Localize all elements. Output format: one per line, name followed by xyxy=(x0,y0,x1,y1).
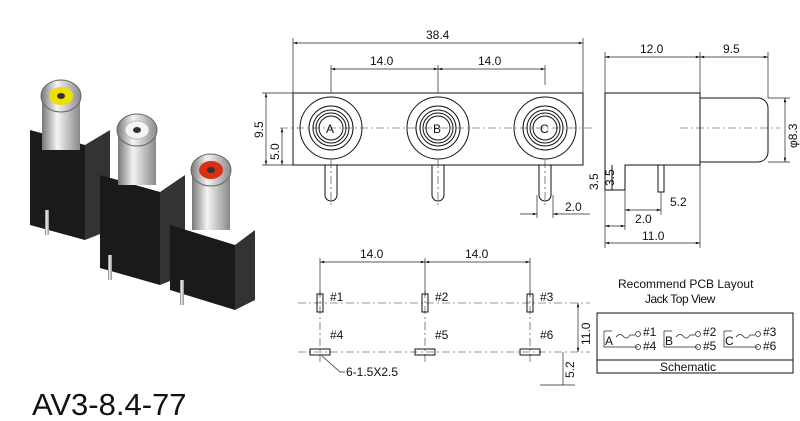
dim-front-pin-length: 3.5 xyxy=(587,173,601,190)
schematic-label: Schematic xyxy=(660,360,716,374)
jack-ring xyxy=(406,96,470,160)
schematic-title-line2: Jack Top View xyxy=(645,292,716,306)
pcb-layout xyxy=(298,258,590,386)
jack-ring xyxy=(312,109,350,147)
dim-center-height: 5.0 xyxy=(268,143,282,160)
schematic-wire xyxy=(663,330,698,348)
schematic-pin-label: #6 xyxy=(763,339,777,353)
jack-ring xyxy=(526,109,564,147)
jack-front-a xyxy=(299,96,363,160)
pad-3-label: #3 xyxy=(540,290,554,304)
schematic-pin-label: #5 xyxy=(703,339,717,353)
schematic-jack-label: B xyxy=(665,334,673,348)
schematic-wire xyxy=(603,330,638,348)
jack-ring xyxy=(522,105,568,151)
dim-barrel-diameter: φ8.3 xyxy=(786,123,800,148)
product-photo xyxy=(30,79,255,310)
jack-ring xyxy=(513,96,577,160)
schematic-jack-label: C xyxy=(725,334,734,348)
front-view xyxy=(262,38,595,218)
pad-4-label: #4 xyxy=(330,328,344,342)
schematic-jack-label: A xyxy=(605,334,613,348)
hole-spec: 6-1.5X2.5 xyxy=(346,365,398,379)
pad-4 xyxy=(309,348,331,356)
schematic-box: A #1#4 B #2#5 C #3#6 xyxy=(596,312,794,374)
dim-overall-width: 38.4 xyxy=(426,28,450,42)
dim-pitch-2: 14.0 xyxy=(478,54,502,68)
dim-side-pin-offset: 2.0 xyxy=(635,212,652,226)
jack-ring xyxy=(315,112,347,144)
jack-front-c xyxy=(513,96,577,160)
schematic-switch xyxy=(615,334,635,339)
jack-ring xyxy=(308,105,354,151)
jack-ring xyxy=(532,115,558,141)
jack-label-c: C xyxy=(540,122,549,136)
schematic-terminal xyxy=(755,331,761,337)
pad-1-label: #1 xyxy=(330,290,344,304)
schematic-terminal xyxy=(755,344,761,350)
schematic-group: C #3#6 xyxy=(723,325,777,353)
dim-pitch-1: 14.0 xyxy=(370,54,394,68)
pad-6 xyxy=(519,348,541,356)
pad-3 xyxy=(526,293,534,313)
schematic-terminal xyxy=(695,344,701,350)
side-view xyxy=(604,52,790,248)
jack-label-b: B xyxy=(433,122,441,136)
pad-1 xyxy=(316,293,324,313)
dim-edge-offset: 5.2 xyxy=(563,361,577,378)
schematic-pin-label: #1 xyxy=(643,325,657,339)
schematic-switch xyxy=(735,334,755,339)
schematic-terminal xyxy=(695,331,701,337)
jack-b-photo xyxy=(116,113,158,147)
dim-footprint-depth: 11.0 xyxy=(642,229,665,243)
jack-c-photo xyxy=(190,153,232,187)
dim-side-pin-length: 3.5 xyxy=(603,169,617,186)
jack-ring xyxy=(422,112,454,144)
schematic-pin-label: #2 xyxy=(703,325,717,339)
jack-ring xyxy=(415,105,461,151)
pad-2 xyxy=(421,293,429,313)
jack-a-photo xyxy=(40,79,82,113)
dim-pcb-pitch-2: 14.0 xyxy=(465,247,489,261)
jack-ring xyxy=(419,109,457,147)
jack-ring xyxy=(425,115,451,141)
jack-label-a: A xyxy=(326,122,334,136)
dim-barrel-length: 9.5 xyxy=(723,42,740,56)
pad-5-label: #5 xyxy=(435,328,449,342)
jack-front-b xyxy=(406,96,470,160)
pad-2-label: #2 xyxy=(435,290,449,304)
model-number: AV3-8.4-77 xyxy=(32,387,187,421)
dim-body-depth: 12.0 xyxy=(640,42,664,56)
jack-ring xyxy=(318,115,344,141)
schematic-terminal xyxy=(635,331,641,337)
schematic-switch xyxy=(675,334,695,339)
schematic-group: A #1#4 xyxy=(603,325,657,353)
schematic-group: B #2#5 xyxy=(663,325,717,353)
schematic-terminal xyxy=(635,344,641,350)
schematic-pin-label: #3 xyxy=(763,325,777,339)
dim-height: 9.5 xyxy=(252,121,266,138)
dim-row-spacing: 11.0 xyxy=(579,322,593,345)
schematic-pin-label: #4 xyxy=(643,339,657,353)
jack-ring xyxy=(299,96,363,160)
schematic-wire xyxy=(723,330,758,348)
schematic-title-line1: Recommend PCB Layout xyxy=(618,277,754,291)
dim-side-pin-spacing: 5.2 xyxy=(670,195,687,209)
dim-pcb-pitch-1: 14.0 xyxy=(360,247,384,261)
pad-5 xyxy=(414,348,436,356)
dim-front-pin-offset: 2.0 xyxy=(565,200,582,214)
jack-ring xyxy=(529,112,561,144)
pad-6-label: #6 xyxy=(540,328,554,342)
